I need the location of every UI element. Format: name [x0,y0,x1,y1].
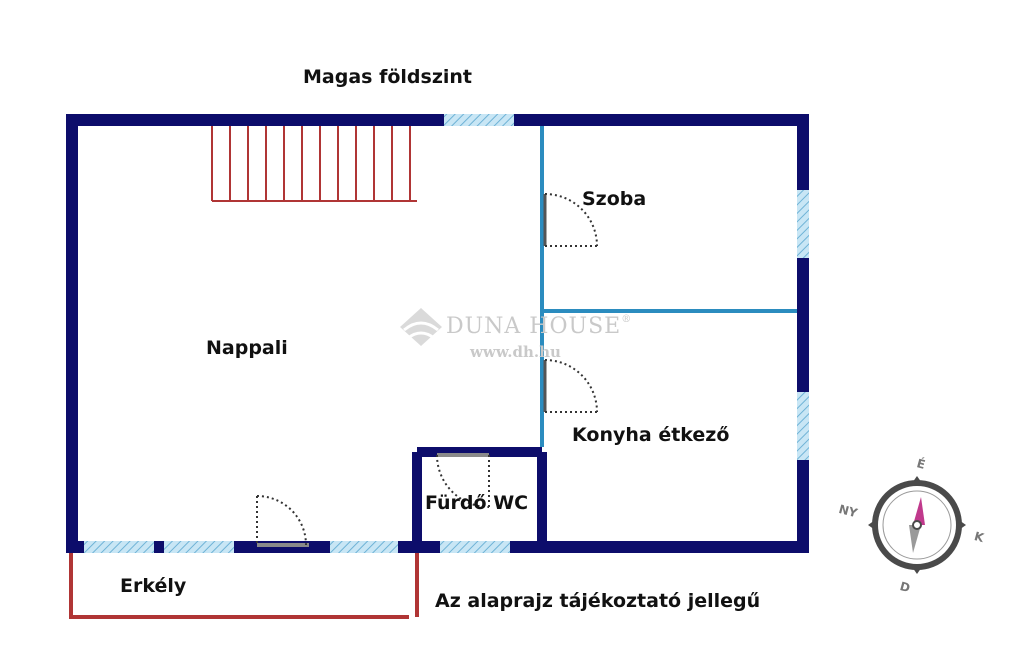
window-bottom-3 [330,541,398,553]
door-szoba [543,193,598,247]
window-bottom-4 [440,541,510,553]
compass-needle-south [909,525,921,553]
bathroom-walls [412,447,547,547]
compass-west-label: NY [837,502,859,520]
compass-icon: É K D NY [837,455,986,595]
compass-needle-north [913,497,925,525]
compass-east-label: K [973,529,986,545]
window-top [444,114,514,126]
watermark-brand-text: DUNA HOUSE [446,314,622,339]
staircase [211,126,417,202]
outer-walls [66,114,809,553]
partition-walls [540,126,797,447]
watermark-logo-icon [400,308,442,346]
room-label-furdo: Fürdő WC [425,492,529,514]
watermark-registered: ® [621,314,633,325]
compass-south-label: D [898,579,911,595]
window-bottom-2 [164,541,234,553]
compass-north-label: É [915,455,927,472]
balcony-outline [69,553,419,619]
door-furdo [436,453,490,508]
window-right-lower [797,392,809,460]
window-right-upper [797,190,809,258]
room-label-konyha: Konyha étkező [572,424,730,446]
door-konyha [543,359,598,413]
window-bottom-1 [84,541,154,553]
room-label-szoba: Szoba [582,188,647,210]
room-label-erkely: Erkély [120,575,187,597]
room-label-nappali: Nappali [206,337,288,359]
plan-title: Magas földszint [303,66,472,88]
watermark-url: www.dh.hu [470,343,561,361]
disclaimer-text: Az alaprajz tájékoztató jellegű [435,590,761,612]
door-erkely [256,495,309,547]
windows [84,114,809,553]
watermark-brand: DUNA HOUSE® [446,314,632,339]
